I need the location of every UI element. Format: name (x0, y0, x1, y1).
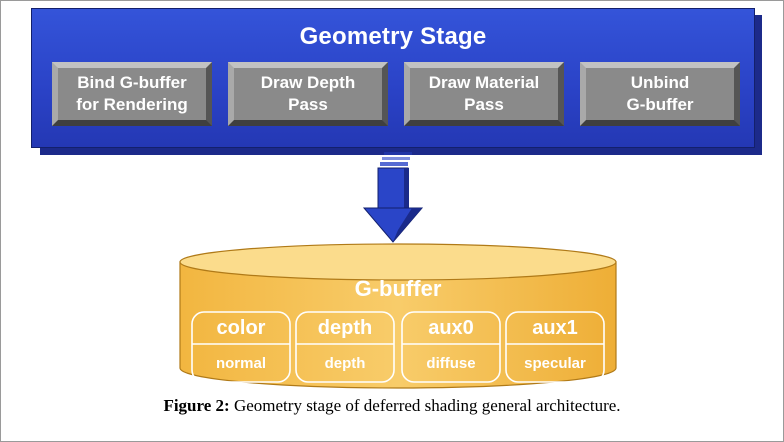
figure-caption: Figure 2: Geometry stage of deferred sha… (0, 396, 784, 416)
pass-unbind-gbuffer: Unbind G-buffer (580, 62, 740, 126)
pass-bind-gbuffer: Bind G-buffer for Rendering (52, 62, 212, 126)
caption-label: Figure 2: (163, 396, 230, 415)
down-arrow-icon (362, 152, 424, 243)
geometry-stage-box: Geometry Stage Bind G-buffer for Renderi… (31, 8, 755, 148)
pass-draw-material: Draw Material Pass (404, 62, 564, 126)
gbuffer-cell-content-specular: specular (524, 355, 586, 372)
pass-draw-depth: Draw Depth Pass (228, 62, 388, 126)
gbuffer-title: G-buffer (354, 276, 442, 301)
pass-label: Bind G-buffer for Rendering (76, 73, 188, 114)
pass-label: Draw Depth Pass (260, 73, 356, 114)
pass-label: Draw Material Pass (428, 73, 540, 114)
pass-label: Unbind G-buffer (626, 73, 694, 114)
gbuffer-cell-depth: depth (317, 317, 373, 339)
caption-text: Geometry stage of deferred shading gener… (229, 396, 621, 415)
gbuffer-cell-content-diffuse: diffuse (426, 355, 476, 372)
gbuffer-cell-aux0: aux0 (428, 317, 474, 339)
gbuffer-cell-color: color (216, 317, 266, 339)
gbuffer-cell-content-depth: depth (324, 355, 366, 372)
gbuffer-cylinder (179, 243, 617, 389)
geometry-stage-title: Geometry Stage (299, 23, 487, 50)
gbuffer-cell-aux1: aux1 (532, 317, 578, 339)
gbuffer-cell-content-normal: normal (215, 355, 266, 372)
